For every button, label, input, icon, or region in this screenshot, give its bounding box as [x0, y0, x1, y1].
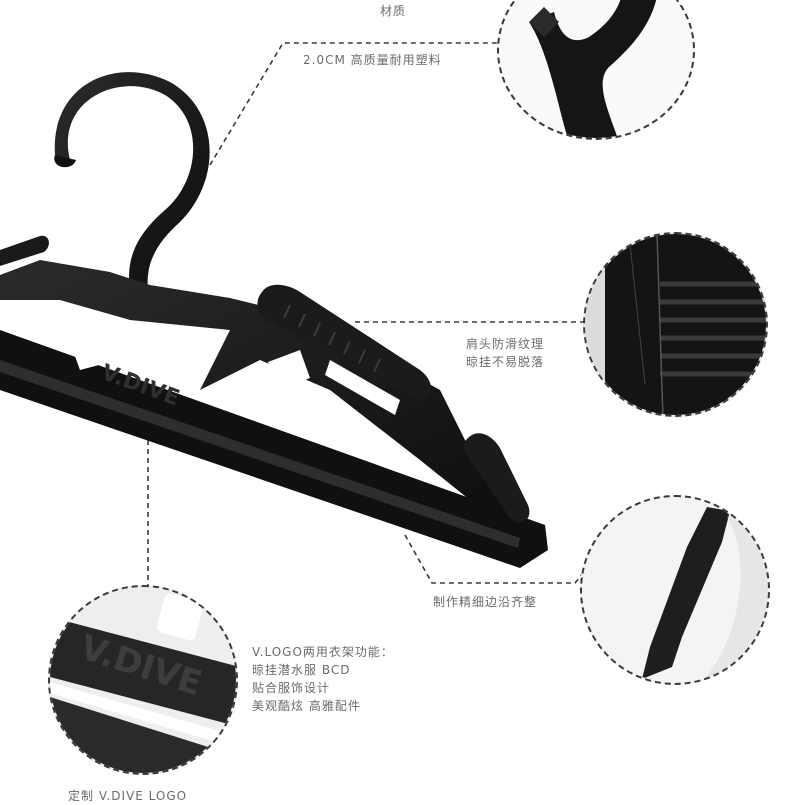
logo-detail-image: V.DIVE — [50, 593, 236, 773]
shoulder-text-line1: 肩头防滑纹理 — [466, 337, 545, 351]
hook-detail-image — [529, 0, 657, 138]
logo-features-line2: 晾挂潜水服 BCD — [252, 663, 351, 677]
logo-detail-circle: V.DIVE — [48, 585, 238, 775]
hook-detail-circle — [497, 0, 695, 140]
logo-features-line3: 贴合服饰设计 — [252, 681, 331, 695]
edge-text: 制作精细边沿齐整 — [433, 595, 538, 609]
shoulder-texture-image — [585, 234, 766, 415]
edge-detail-image — [642, 498, 768, 683]
material-heading: 材质 — [380, 4, 407, 18]
shoulder-text-line2: 晾挂不易脱落 — [466, 355, 545, 369]
logo-features-line4: 美观酷炫 高雅配件 — [252, 699, 361, 713]
shoulder-texture-circle — [583, 232, 768, 417]
logo-features-line1: V.LOGO两用衣架功能： — [252, 645, 394, 659]
hanger-product-image: V.DIVE — [0, 72, 548, 568]
edge-detail-circle — [580, 495, 770, 685]
custom-logo-text: 定制 V.DIVE LOGO — [68, 789, 188, 803]
material-text: 2.0CM 高质量耐用塑料 — [303, 53, 442, 67]
